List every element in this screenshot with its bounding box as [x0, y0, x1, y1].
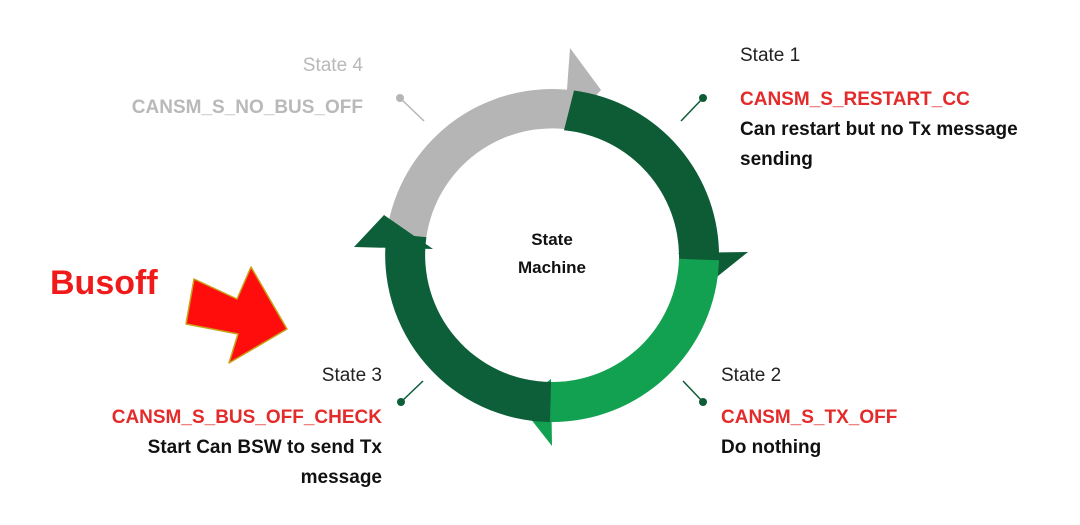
state3-arrowhead	[354, 215, 433, 249]
center-label-line2: Machine	[517, 258, 587, 277]
state2-description: Do nothing	[721, 437, 822, 458]
busoff-arrow-icon	[185, 266, 288, 364]
state1-segment	[564, 90, 720, 261]
state2-code: CANSM_S_TX_OFF	[721, 407, 898, 428]
state1-desc-line1: Can restart but no Tx message	[740, 119, 1018, 140]
state4-segment	[386, 89, 574, 238]
state4-leader	[396, 94, 425, 122]
center-label-line1: State	[531, 230, 573, 249]
state1-description: Can restart but no Tx message sending	[740, 115, 1018, 175]
state3-desc-line2: message	[300, 467, 382, 488]
state2-leader	[682, 380, 707, 406]
state4-code: CANSM_S_NO_BUS_OFF	[131, 97, 363, 118]
state1-desc-line2: sending	[740, 149, 813, 170]
state2-segment	[550, 258, 719, 423]
state1-title: State 1	[740, 45, 801, 66]
state3-segment	[385, 233, 551, 422]
center-label: State Machine	[492, 226, 612, 282]
busoff-label: Busoff	[50, 264, 158, 302]
state3-desc-line1: Start Can BSW to send Tx	[147, 437, 382, 458]
state3-title: State 3	[321, 365, 382, 386]
state3-leader	[397, 380, 424, 406]
state3-description: Start Can BSW to send Tx message	[148, 433, 382, 493]
state2-title: State 2	[721, 365, 782, 386]
state3-code: CANSM_S_BUS_OFF_CHECK	[111, 407, 382, 428]
state1-code: CANSM_S_RESTART_CC	[740, 89, 970, 110]
state4-title: State 4	[302, 55, 363, 76]
state1-leader	[680, 94, 707, 122]
